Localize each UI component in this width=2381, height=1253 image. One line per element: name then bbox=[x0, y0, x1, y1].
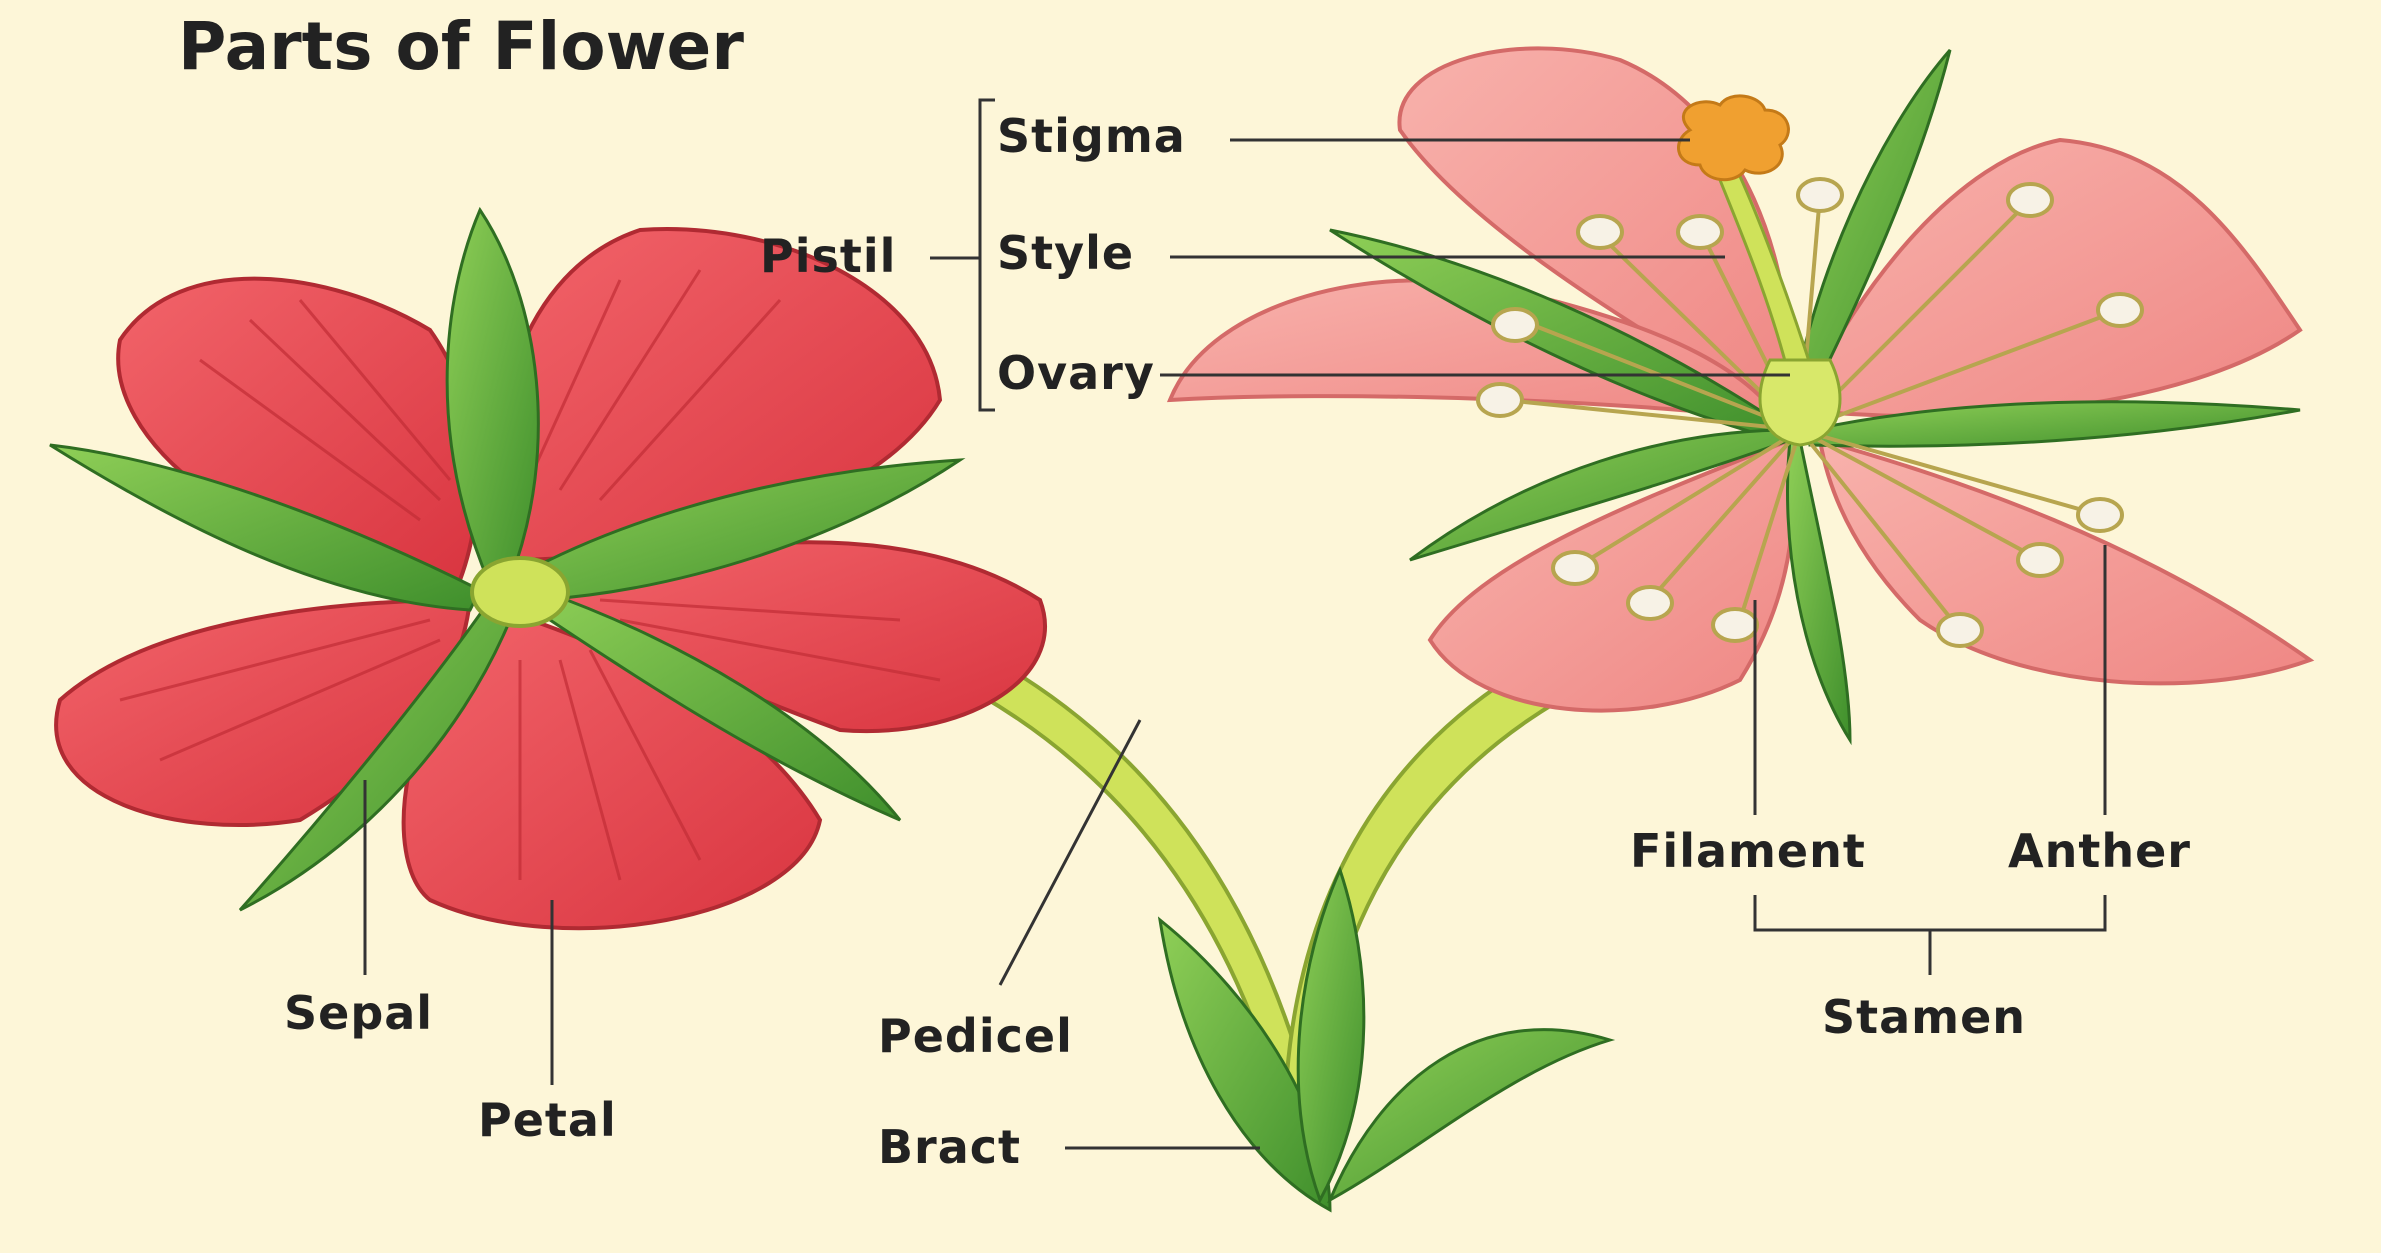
sepal-label: Sepal bbox=[284, 990, 433, 1036]
stamen-label: Stamen bbox=[1822, 994, 2026, 1040]
pedicel-label: Pedicel bbox=[878, 1013, 1073, 1059]
petal-label: Petal bbox=[478, 1097, 617, 1143]
bract-right bbox=[1330, 1030, 1610, 1200]
red-flower bbox=[50, 210, 1045, 928]
anther-label: Anther bbox=[2008, 828, 2191, 874]
style-label: Style bbox=[997, 230, 1134, 276]
pistil-bracket bbox=[980, 100, 995, 410]
ovary-label: Ovary bbox=[997, 350, 1155, 396]
stamen-bracket bbox=[1755, 895, 2105, 930]
pink-petal bbox=[1820, 440, 2310, 683]
ovary bbox=[1760, 360, 1840, 445]
pistil-label: Pistil bbox=[760, 233, 896, 279]
pink-flower bbox=[1170, 48, 2310, 740]
filament-label: Filament bbox=[1630, 828, 1866, 874]
bract-label: Bract bbox=[878, 1124, 1021, 1170]
diagram-title: Parts of Flower bbox=[178, 14, 744, 80]
stigma-label: Stigma bbox=[997, 113, 1186, 159]
receptacle bbox=[472, 558, 568, 626]
